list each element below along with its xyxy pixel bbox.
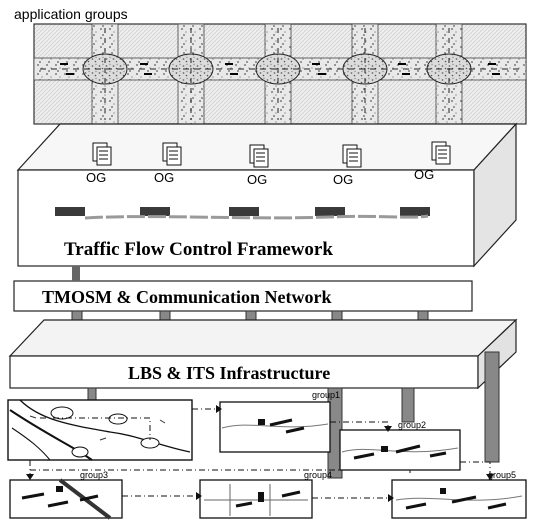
tmosm-layer: TMOSM & Communication Network [14,266,472,325]
area-map [8,400,192,460]
pillar-2 [402,388,414,422]
framework-label: Traffic Flow Control Framework [64,239,333,260]
module-block-5 [400,207,430,216]
og-label-4: OG [333,172,353,187]
module-block-2 [140,207,170,216]
group3-map: group3 [10,470,122,518]
tmosm-label: TMOSM & Communication Network [42,287,331,307]
og-label-2: OG [154,170,174,185]
framework-layer: OG OG OG OG OG [18,124,516,266]
og-label-5: OG [414,167,434,182]
group4-map: group4 [200,470,332,518]
module-block-3 [229,207,259,216]
og-label-3: OG [247,172,267,187]
module-block-4 [315,207,345,216]
pillar-3 [485,352,499,462]
group1-map: group1 [220,390,340,452]
application-groups-label: application groups [14,6,128,22]
group2-map: group2 [340,420,460,470]
lbs-label: LBS & ITS Infrastructure [128,363,330,383]
og-label-1: OG [86,170,106,185]
group4-label: group4 [304,470,332,480]
module-block-1 [55,207,85,216]
lbs-top-face [10,320,516,356]
group3-label: group3 [80,470,108,480]
group5-map: group5 [392,470,526,518]
group-maps: group1 group2 group3 group4 [8,390,526,518]
group2-label: group2 [398,420,426,430]
group1-label: group1 [312,390,340,400]
